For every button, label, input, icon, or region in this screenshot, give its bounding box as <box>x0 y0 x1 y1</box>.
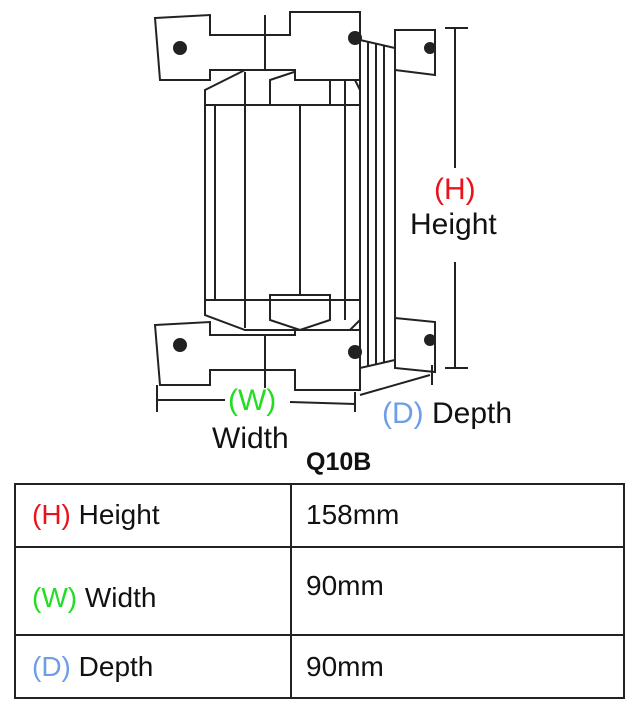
width-text-label: Width <box>212 422 289 455</box>
dimension-name: Width <box>84 581 157 613</box>
fan-right-brackets <box>394 29 436 374</box>
table-row: (W) Width 90mm <box>14 545 625 637</box>
depth-label: (D) Depth <box>382 399 512 429</box>
dimension-name-cell: (H) Height <box>14 483 292 548</box>
depth-text-label: Depth <box>432 397 513 430</box>
depth-dimension-line <box>359 365 433 396</box>
dimension-value: 90mm <box>290 634 625 699</box>
fan-right-fins <box>359 38 396 370</box>
model-name: Q10B <box>306 448 372 476</box>
depth-code-label: (D) <box>382 397 424 430</box>
dimension-name: Height <box>78 499 160 531</box>
dimension-code: (D) <box>32 650 71 682</box>
width-dimension-line <box>156 385 356 412</box>
fan-top-bracket <box>153 11 362 81</box>
dimension-name-cell: (W) Width <box>14 545 292 637</box>
fan-dimension-drawing <box>153 11 468 412</box>
fan-body <box>204 68 361 332</box>
dimension-code: (H) <box>32 499 71 531</box>
height-dimension-line <box>445 27 468 369</box>
width-code-label: (W) <box>228 384 277 417</box>
height-text-label: Height <box>410 208 497 241</box>
dimensions-table: (H) Height 158mm (W) Width 90mm (D) Dept… <box>14 483 625 699</box>
dimension-name: Depth <box>78 650 154 682</box>
dimension-value: 158mm <box>290 483 625 548</box>
dimension-name-cell: (D) Depth <box>14 634 292 699</box>
fan-bottom-bracket <box>153 320 362 391</box>
table-row: (H) Height 158mm <box>14 483 625 548</box>
dimension-code: (W) <box>32 581 78 613</box>
table-row: (D) Depth 90mm <box>14 634 625 699</box>
dimension-value: 90mm <box>290 545 625 637</box>
height-code-label: (H) <box>434 173 476 206</box>
